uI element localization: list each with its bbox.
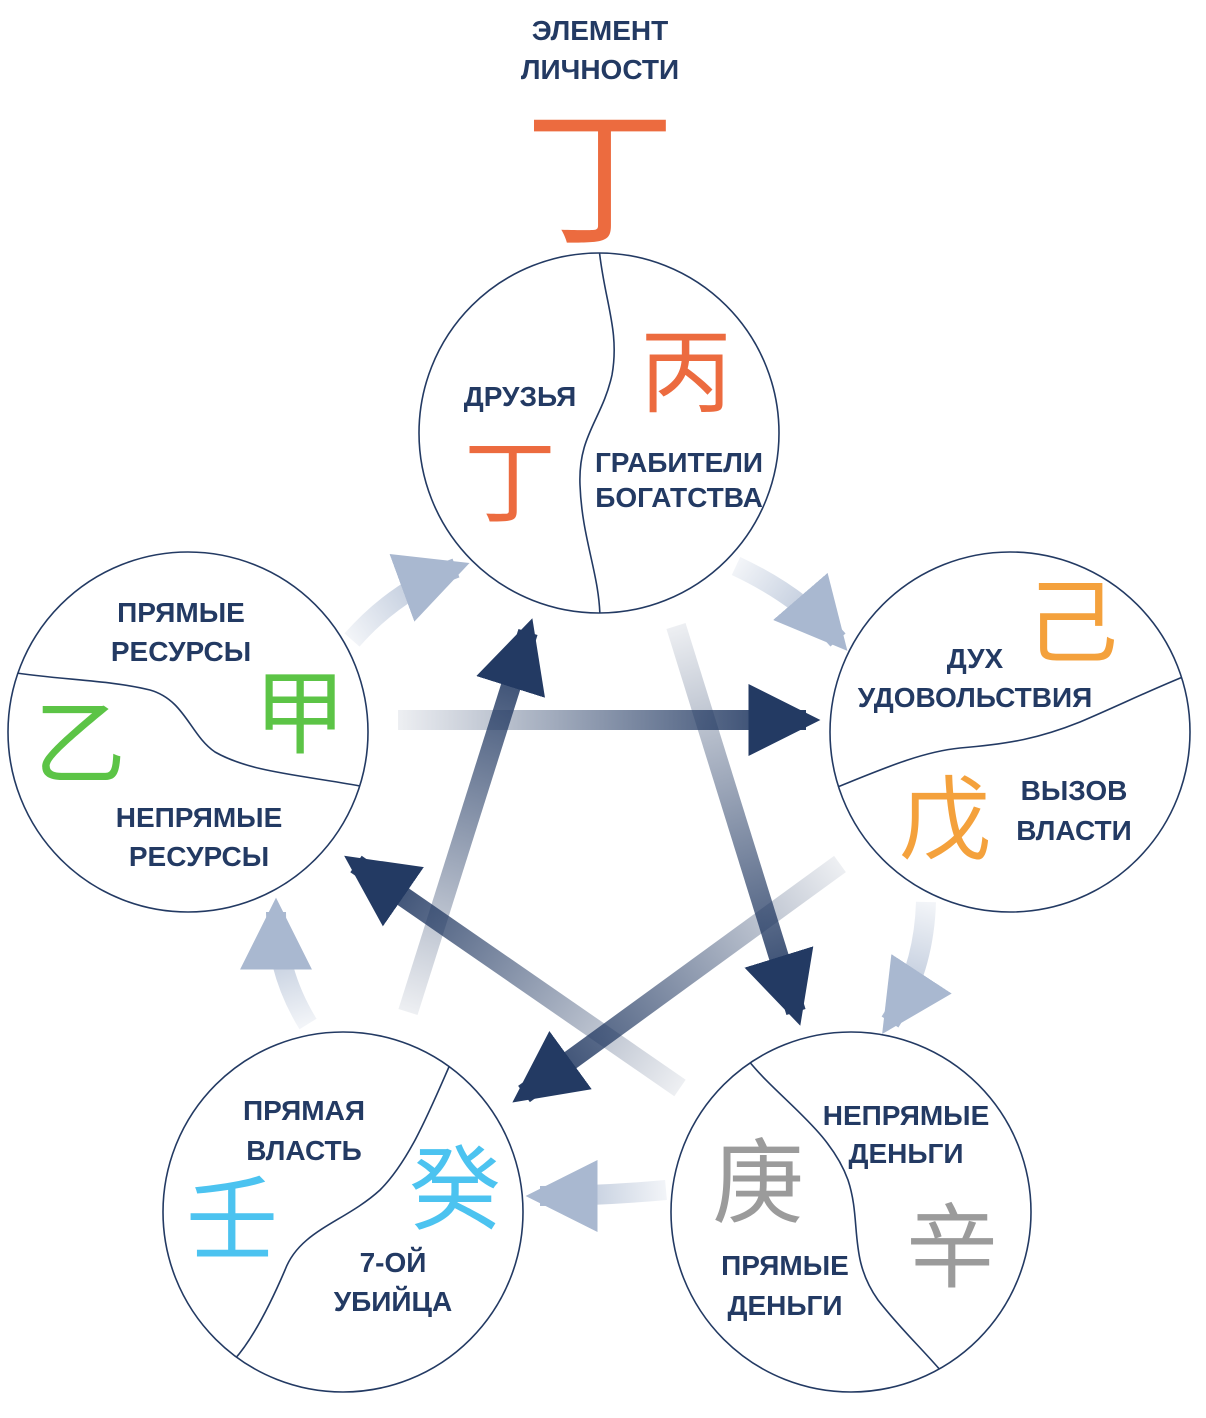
- node-earth: 己 ДУХ УДОВОЛЬСТВИЯ 戊 ВЫЗОВ ВЛАСТИ: [829, 551, 1191, 913]
- metal-label-b-1: ПРЯМЫЕ: [721, 1250, 849, 1281]
- wood-glyph-a: 甲: [254, 661, 346, 768]
- metal-label-b-2: ДЕНЬГИ: [728, 1290, 843, 1321]
- wood-label-a-2: РЕСУРСЫ: [111, 636, 251, 667]
- wood-label-b-2: РЕСУРСЫ: [129, 841, 269, 872]
- fire-glyph-a: 丁: [464, 430, 556, 537]
- wood-glyph-b: 乙: [34, 691, 126, 798]
- arrow-metal-to-water: [525, 1159, 667, 1232]
- wood-label-a-1: ПРЯМЫЕ: [117, 597, 245, 628]
- generating-cycle: [240, 554, 952, 1232]
- fire-glyph-b: 丙: [640, 320, 732, 427]
- earth-glyph-a: 己: [1026, 570, 1118, 677]
- arrow-earth-to-water: [512, 855, 846, 1103]
- water-label-a-1: ПРЯМАЯ: [243, 1095, 365, 1126]
- arrow-fire-to-earth: [731, 556, 848, 651]
- title-block: ЭЛЕМЕНТ ЛИЧНОСТИ 丁: [521, 15, 679, 268]
- node-wood: ПРЯМЫЕ РЕСУРСЫ 甲 乙 НЕПРЯМЫЕ РЕСУРСЫ: [7, 551, 369, 913]
- water-glyph-b: 壬: [186, 1167, 278, 1274]
- fire-label-b-2: БОГАТСТВА: [595, 482, 763, 513]
- earth-label-a-2: УДОВОЛЬСТВИЯ: [858, 682, 1093, 713]
- day-master-glyph: 丁: [525, 94, 675, 268]
- node-metal: НЕПРЯМЫЕ ДЕНЬГИ 辛 庚 ПРЯМЫЕ ДЕНЬГИ: [670, 1031, 1032, 1393]
- controlling-cycle: [344, 618, 846, 1103]
- fire-label-b-1: ГРАБИТЕЛИ: [595, 447, 763, 478]
- arrow-metal-to-wood: [344, 855, 686, 1097]
- earth-glyph-b: 戊: [899, 767, 991, 874]
- title-line-1: ЭЛЕМЕНТ: [532, 15, 669, 46]
- node-fire: ДРУЗЬЯ 丁 丙 ГРАБИТЕЛИ БОГАТСТВА: [418, 252, 780, 614]
- divider-metal: [747, 1059, 961, 1392]
- wood-label-b-1: НЕПРЯМЫЕ: [116, 802, 283, 833]
- divider-fire: [579, 253, 615, 613]
- metal-glyph-a: 辛: [906, 1195, 998, 1302]
- metal-label-a-1: НЕПРЯМЫЕ: [823, 1100, 990, 1131]
- water-glyph-a: 癸: [409, 1137, 501, 1244]
- fire-label-a-1: ДРУЗЬЯ: [464, 381, 576, 412]
- arrow-water-to-wood: [240, 897, 317, 1030]
- title-line-2: ЛИЧНОСТИ: [521, 54, 679, 85]
- water-label-b-1: 7-ОЙ: [360, 1246, 427, 1278]
- divider-earth: [830, 671, 1190, 791]
- water-label-b-2: УБИЙЦА: [334, 1285, 452, 1317]
- metal-glyph-b: 庚: [712, 1130, 804, 1237]
- arrow-earth-to-metal: [881, 901, 952, 1035]
- arrow-wood-to-fire: [344, 554, 470, 647]
- earth-label-b-1: ВЫЗОВ: [1021, 775, 1128, 806]
- earth-label-b-2: ВЛАСТИ: [1016, 815, 1131, 846]
- divider-wood: [9, 671, 361, 787]
- divider-water: [233, 1059, 453, 1361]
- metal-label-a-2: ДЕНЬГИ: [849, 1138, 964, 1169]
- water-label-a-2: ВЛАСТЬ: [246, 1135, 361, 1166]
- node-water: ПРЯМАЯ ВЛАСТЬ 癸 壬 7-ОЙ УБИЙЦА: [162, 1031, 524, 1393]
- arrow-fire-to-metal: [666, 623, 814, 1026]
- arrow-water-to-fire: [398, 618, 545, 1016]
- earth-label-a-1: ДУХ: [947, 643, 1004, 674]
